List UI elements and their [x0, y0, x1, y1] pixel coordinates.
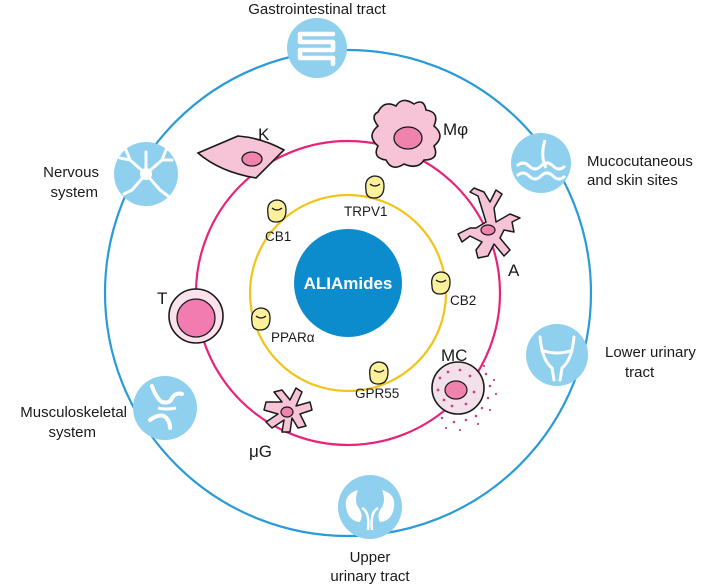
- site-label-mucocutaneous-2: and skin sites: [587, 172, 678, 189]
- site-nervous: Nervous system: [43, 142, 178, 206]
- site-label-nervous-1: Nervous: [43, 164, 99, 181]
- site-label-lower-urinary-1: Lower urinary: [605, 344, 696, 361]
- site-label-lower-urinary-2: tract: [625, 364, 655, 381]
- receptor-cb1: CB1: [265, 199, 291, 244]
- receptor-ppara: PPARα: [251, 307, 315, 345]
- cell-label-mast-cell: MC: [441, 346, 467, 365]
- site-label-gastrointestinal: Gastrointestinal tract: [248, 1, 386, 18]
- receptor-label-cb2: CB2: [450, 293, 476, 308]
- receptor-label-gpr55: GPR55: [355, 386, 399, 401]
- cell-mast-cell: MC: [431, 346, 498, 432]
- cell-macrophage: Mφ: [371, 99, 468, 168]
- center-label: ALIAmides: [304, 274, 393, 293]
- site-musculoskeletal: Musculoskeletal system: [20, 376, 197, 441]
- receptor-trpv1: TRPV1: [344, 175, 388, 219]
- outer-ring: [103, 48, 593, 538]
- site-label-musculoskeletal-1: Musculoskeletal: [20, 404, 127, 421]
- bladder-icon: [526, 324, 588, 386]
- cell-label-macrophage: Mφ: [443, 120, 468, 139]
- site-label-nervous-2: system: [50, 184, 98, 201]
- receptor-label-ppara: PPARα: [271, 330, 315, 345]
- receptor-label-trpv1: TRPV1: [344, 204, 388, 219]
- cell-astrocyte: A: [457, 187, 521, 280]
- cell-label-t-cell: T: [157, 289, 167, 308]
- kidneys-icon: [338, 475, 402, 539]
- cell-label-keratinocyte: K: [258, 125, 270, 144]
- site-label-upper-urinary-2: urinary tract: [330, 568, 410, 585]
- site-label-mucocutaneous-1: Mucocutaneous: [587, 153, 693, 170]
- site-lower-urinary: Lower urinary tract: [526, 324, 696, 386]
- receptor-label-cb1: CB1: [265, 229, 291, 244]
- cell-label-astrocyte: A: [508, 261, 520, 280]
- site-upper-urinary: Upper urinary tract: [330, 475, 410, 585]
- receptor-cb2: CB2: [431, 271, 476, 308]
- cell-t-cell: T: [157, 288, 224, 344]
- site-label-upper-urinary-1: Upper: [350, 549, 391, 566]
- aliamides-center: ALIAmides: [294, 229, 402, 337]
- cell-label-microglia: μG: [249, 442, 272, 461]
- cell-microglia: μG: [249, 387, 313, 461]
- site-gastrointestinal: Gastrointestinal tract: [248, 1, 387, 78]
- cell-keratinocyte: K: [196, 125, 286, 179]
- site-mucocutaneous: Mucocutaneous and skin sites: [511, 133, 693, 193]
- receptor-gpr55: GPR55: [355, 361, 399, 401]
- site-label-musculoskeletal-2: system: [48, 424, 96, 441]
